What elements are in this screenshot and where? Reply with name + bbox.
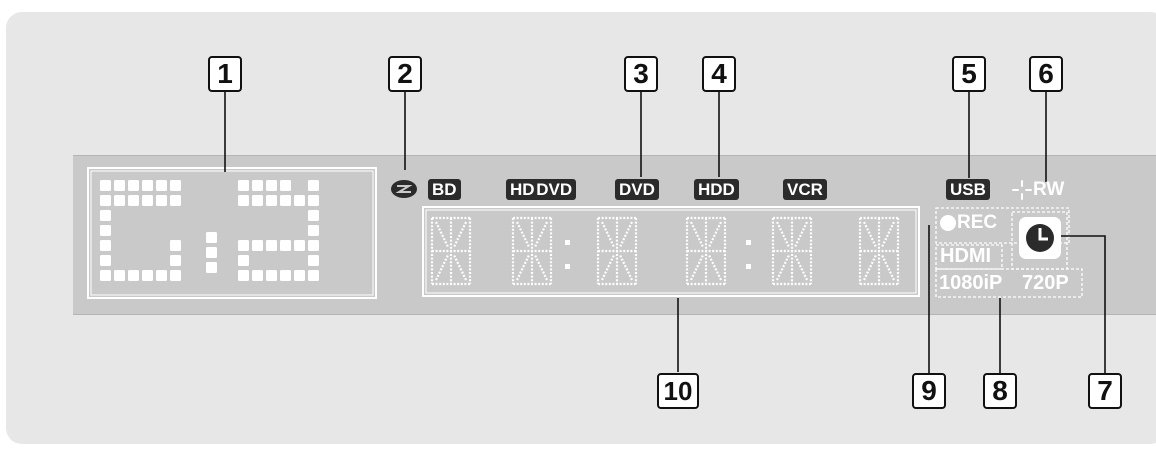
callout-6: 6 (1029, 56, 1063, 92)
hdd-indicator: HDD (694, 179, 739, 200)
vcr-indicator: VCR (783, 179, 827, 200)
callout-9: 9 (912, 373, 946, 409)
rw-indicator: RW (1033, 179, 1065, 200)
clock-icon (1018, 216, 1062, 260)
1080-indicator: 1080iP (939, 272, 1003, 294)
segment-display-frame (422, 206, 920, 297)
hdmi-indicator: HDMI (940, 245, 992, 267)
segment-digits (430, 216, 900, 286)
callout-8: 8 (983, 373, 1017, 409)
record-dot-icon (940, 215, 956, 231)
usb-indicator: USB (946, 179, 990, 200)
leader-lines (224, 92, 1106, 373)
callout-7: 7 (1088, 373, 1122, 409)
rec-clock-group-outline (935, 207, 1070, 244)
callout-1: 1 (208, 56, 242, 92)
callout-5: 5 (952, 56, 986, 92)
clock-group-outline (1011, 211, 1068, 270)
dvd-indicator: DVD (615, 179, 659, 200)
callout-4: 4 (702, 56, 736, 92)
bd-indicator: BD (428, 179, 461, 200)
rec-indicator: REC (957, 212, 998, 233)
720p-indicator: 720P (1022, 272, 1069, 294)
callout-3: 3 (624, 56, 658, 92)
callout-10: 10 (657, 373, 699, 409)
callout-2: 2 (388, 56, 422, 92)
rw-sparkle-icon (1012, 180, 1032, 200)
dot-matrix-frame (87, 167, 377, 299)
disc-logo-icon (390, 179, 418, 199)
hddvd-indicator: HD DVD (506, 179, 577, 200)
dot-matrix-display (100, 180, 319, 281)
resolution-group-outline (935, 268, 1083, 298)
